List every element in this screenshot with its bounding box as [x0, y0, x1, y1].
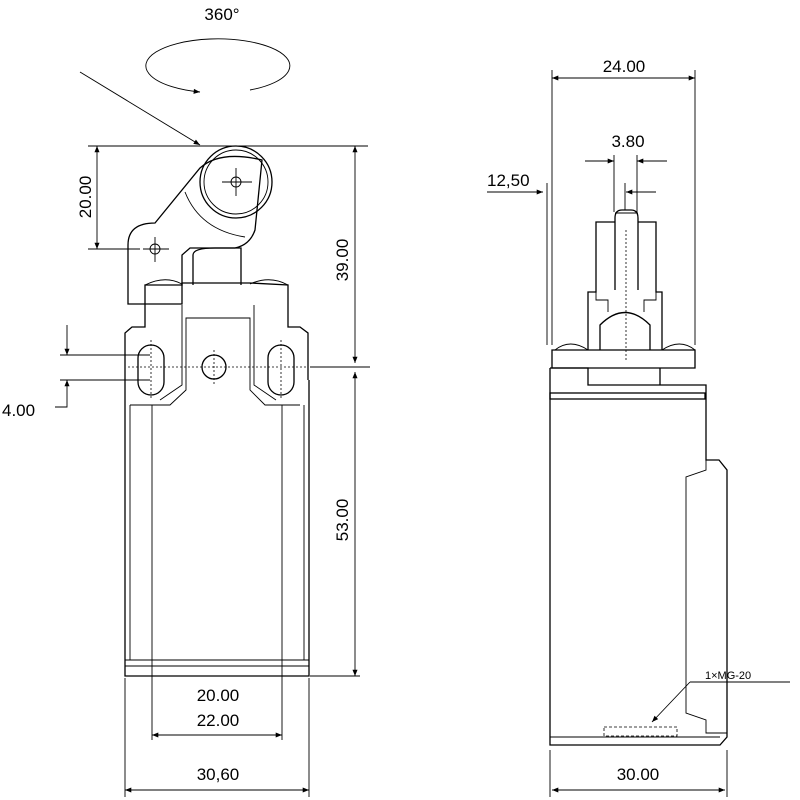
dim-plunger-width: 3.80: [611, 132, 644, 151]
rotation-arrow-icon: [145, 38, 291, 94]
front-dimensions: 20.00 39.00 53.00 4.00 20.00 22.00 30,60: [2, 145, 370, 797]
dim-inner-width-2: 22.00: [197, 711, 240, 730]
switch-body: [124, 380, 310, 677]
cable-gland-outline: [603, 726, 678, 737]
dim-head-height: 39.00: [333, 239, 352, 282]
dim-body-height: 53.00: [333, 499, 352, 542]
side-dimensions: 24.00 3.80 12,50 30.00: [487, 57, 728, 797]
side-base-plate: [551, 349, 696, 369]
dim-top-width: 24.00: [603, 57, 646, 76]
dim-lever-height: 20.00: [76, 176, 95, 219]
cable-gland-callout: 1×MG-20: [705, 670, 751, 682]
side-dome: [599, 311, 651, 350]
side-view: 1×MG-20: [549, 209, 790, 746]
plunger: [192, 247, 242, 285]
dim-slot-offset: 4.00: [2, 401, 35, 420]
dim-offset: 12,50: [487, 171, 530, 190]
rotation-label: 360°: [204, 5, 239, 24]
dim-overall-width: 30,60: [197, 765, 240, 784]
dim-overall-depth: 30.00: [617, 765, 660, 784]
rotation-indicator: 360°: [79, 5, 291, 146]
side-plunger: [614, 209, 639, 290]
lever-arm: [127, 155, 263, 305]
front-view: [124, 145, 310, 740]
side-band: [549, 392, 706, 400]
dim-inner-width-1: 20.00: [197, 686, 240, 705]
side-plunger-housing: [587, 221, 663, 350]
switch-head: [124, 282, 309, 380]
actuation-direction-arrow: [79, 71, 201, 146]
